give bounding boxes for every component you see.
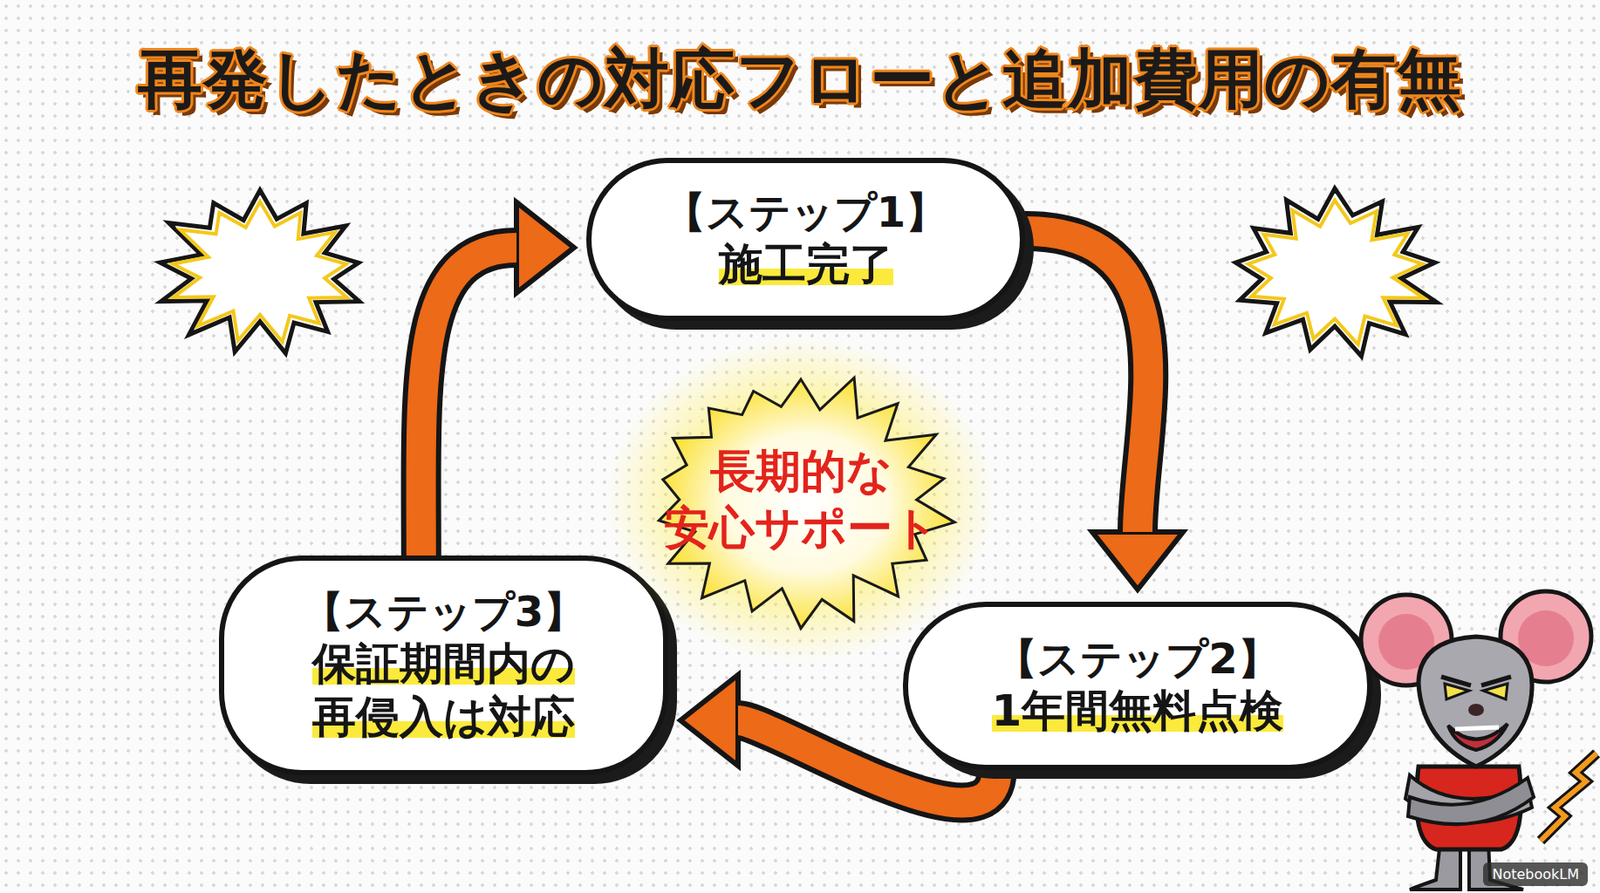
arrow-shaft <box>1025 231 1149 533</box>
starburst-inner-line <box>1248 200 1425 345</box>
center-starburst: 長期的な 安心サポート <box>643 369 958 631</box>
step-box: 【ステップ3】保証期間内の 再侵入は対応 <box>218 555 669 776</box>
step-heading: 【ステップ3】 <box>301 587 586 638</box>
arrow-outline <box>1025 231 1149 533</box>
arrow-shaft <box>421 247 517 556</box>
flow-arrow <box>421 202 575 556</box>
flow-arrow <box>1025 231 1183 590</box>
step-heading: 【ステップ2】 <box>995 634 1279 685</box>
step-box: 【ステップ2】1年間無料点検 <box>902 601 1373 771</box>
mouse-mascot <box>1357 579 1600 893</box>
step-body: 1年間無料点検 <box>991 685 1285 737</box>
empty-starburst <box>1235 188 1436 356</box>
arrow-head <box>1092 532 1183 590</box>
watermark: NotebookLM <box>1483 862 1588 887</box>
step-body-wrap: 1年間無料点検 <box>991 684 1285 739</box>
step-body: 施工完了 <box>718 239 894 290</box>
arrow-head <box>680 675 739 766</box>
step-body: 保証期間内の 再侵入は対応 <box>312 638 575 743</box>
arrow-head <box>516 202 575 294</box>
empty-starburst <box>160 190 360 354</box>
center-text: 長期的な 安心サポート <box>656 443 945 557</box>
step-heading: 【ステップ1】 <box>663 187 948 239</box>
step-body-wrap: 施工完了 <box>718 238 894 292</box>
arrow-outline <box>421 247 517 556</box>
diagram-title: 再発したときの対応フローと追加費用の有無 <box>0 36 1600 124</box>
step-body-wrap: 保証期間内の 再侵入は対応 <box>246 637 641 745</box>
starburst-outline <box>643 369 958 631</box>
starburst-inner-line <box>172 201 348 342</box>
step-box: 【ステップ1】施工完了 <box>586 157 1026 322</box>
starburst-glow <box>606 337 996 663</box>
